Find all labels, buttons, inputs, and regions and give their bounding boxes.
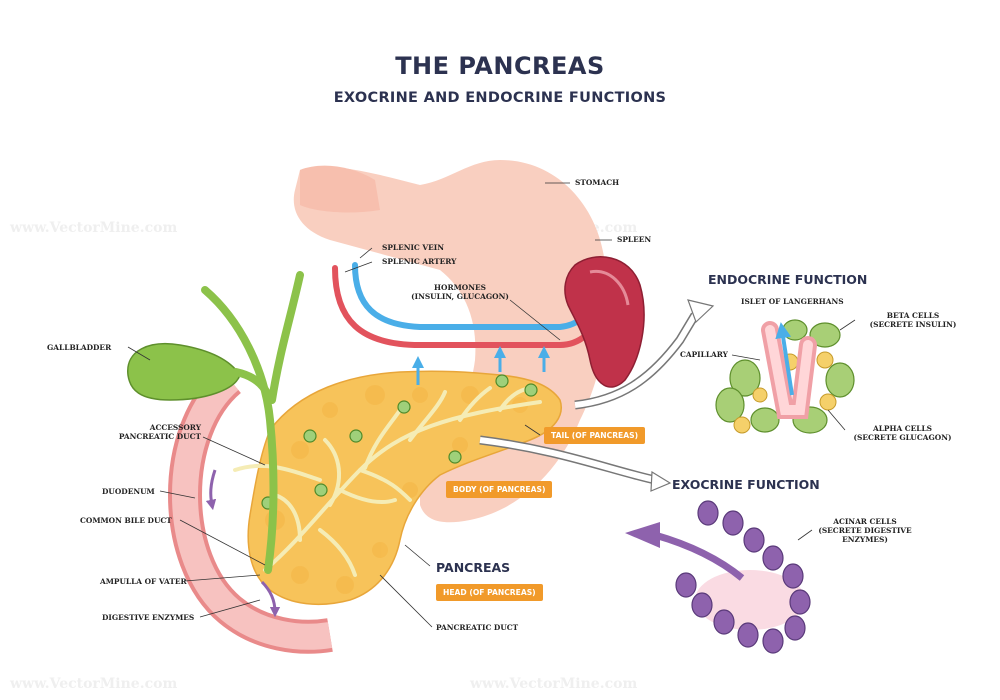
- exocrine-arrow: [479, 435, 672, 492]
- stomach-label: STOMACH: [575, 178, 620, 187]
- endocrine-heading: ENDOCRINE FUNCTION: [708, 272, 868, 287]
- leader-lines: [127, 182, 856, 628]
- splenic-vein-label: SPLENIC VEIN: [382, 243, 444, 252]
- head-tag: HEAD (OF PANCREAS): [436, 584, 543, 601]
- duodenum-label: DUODENUM: [102, 487, 155, 496]
- acinar-cells-label: ACINAR CELLS (SECRETE DIGESTIVE ENZYMES): [810, 517, 920, 544]
- beta-cells-label: BETA CELLS (SECRETE INSULIN): [858, 311, 968, 329]
- acinar-cells-label-line2: (SECRETE DIGESTIVE: [818, 526, 912, 535]
- hormones-label-line2: (INSULIN, GLUCAGON): [411, 292, 509, 301]
- pancreatic-duct: [233, 386, 542, 577]
- watermark: www.VectorMine.com: [470, 676, 638, 692]
- hormones-label: HORMONES (INSULIN, GLUCAGON): [400, 283, 520, 301]
- duodenum-shape: [168, 366, 333, 654]
- endocrine-arrow: [574, 299, 715, 410]
- accessory-duct-label-line1: ACCESSORY: [149, 423, 201, 432]
- bile-ducts: [201, 271, 304, 574]
- pancreas-label: PANCREAS: [436, 560, 511, 575]
- digestive-enzymes-label: DIGESTIVE ENZYMES: [102, 613, 195, 622]
- beta-cells-label-line1: BETA CELLS: [886, 311, 940, 320]
- acinar-cells-label-line1: ACINAR CELLS: [833, 517, 897, 526]
- splenic-artery-label: SPLENIC ARTERY: [382, 257, 457, 266]
- watermark: www.VectorMine.com: [10, 676, 178, 692]
- capillary-label: CAPILLARY: [680, 350, 728, 359]
- accessory-duct-label: ACCESSORY PANCREATIC DUCT: [115, 423, 201, 441]
- spleen-shape: [564, 256, 645, 388]
- accessory-duct-label-line2: PANCREATIC DUCT: [118, 432, 201, 441]
- tail-tag: TAIL (OF PANCREAS): [544, 427, 646, 444]
- acinar-cells-label-line3: ENZYMES): [842, 535, 888, 544]
- page-title: THE PANCREAS: [395, 52, 605, 80]
- islet-label: ISLET OF LANGERHANS: [741, 297, 844, 306]
- acinar-cluster: [625, 500, 811, 654]
- watermark: www.VectorMine.com: [10, 220, 178, 236]
- hormones-label-line1: HORMONES: [434, 283, 486, 292]
- common-bile-duct-label: COMMON BILE DUCT: [80, 516, 172, 525]
- alpha-cells-label-line2: (SECRETE GLUCAGON): [853, 433, 952, 442]
- gallbladder-label: GALLBLADDER: [47, 343, 112, 352]
- islet-of-langerhans: [715, 319, 855, 434]
- exocrine-heading: EXOCRINE FUNCTION: [672, 477, 820, 492]
- spleen-label: SPLEEN: [617, 235, 652, 244]
- page-subtitle: EXOCRINE AND ENDOCRINE FUNCTIONS: [333, 90, 667, 106]
- alpha-cells-label: ALPHA CELLS (SECRETE GLUCAGON): [845, 424, 960, 442]
- alpha-cells-label-line1: ALPHA CELLS: [872, 424, 933, 433]
- hormone-arrows: [412, 346, 550, 385]
- pancreas-shape: [247, 370, 562, 606]
- body-tag: BODY (OF PANCREAS): [446, 481, 553, 498]
- enzyme-arrows: [205, 469, 281, 618]
- pancreatic-duct-label: PANCREATIC DUCT: [436, 623, 519, 632]
- ampulla-label: AMPULLA OF VATER: [100, 577, 187, 586]
- beta-cells-label-line2: (SECRETE INSULIN): [869, 320, 957, 329]
